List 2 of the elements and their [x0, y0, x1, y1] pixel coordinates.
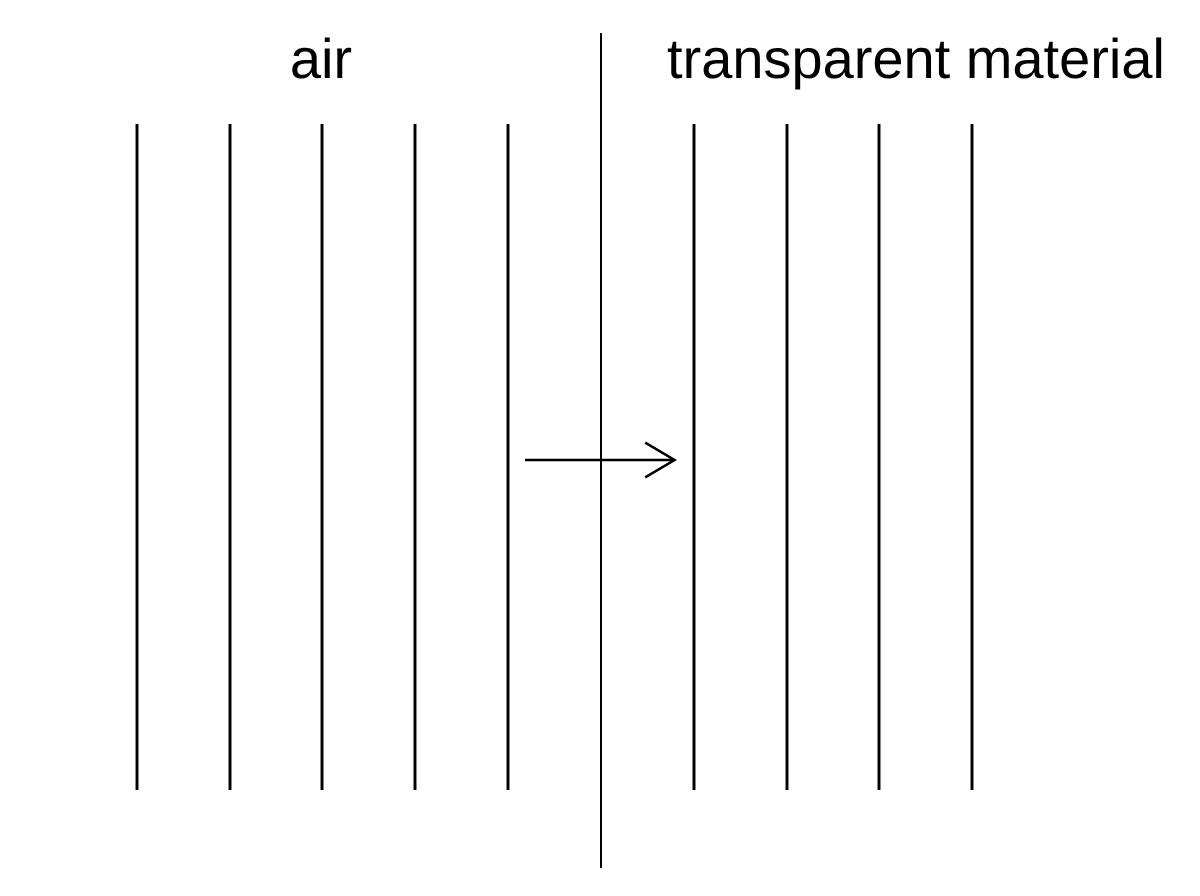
region-label: transparent material: [667, 37, 1162, 90]
region-label: air: [292, 37, 352, 79]
